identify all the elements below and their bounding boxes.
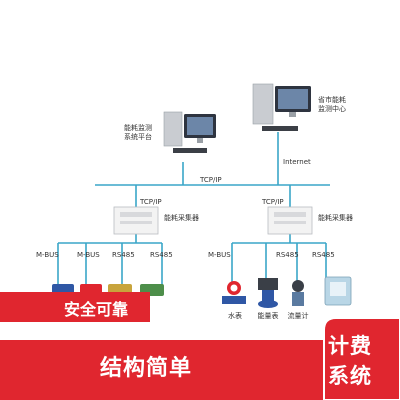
bus-label-left-3: RS485 [112,251,135,259]
bus-label-right-1: M-BUS [208,251,231,259]
simple-structure-text: 结构简单 [100,356,193,381]
platform-label: 能耗监测系统平台 [124,124,152,141]
center-computer-icon [252,83,311,131]
energy-meter-icon [258,278,278,308]
badge-shape [323,317,400,400]
bus-label-right-2: RS485 [276,251,299,259]
device-label-water: 水表 [228,312,242,320]
tcpip-left-label: TCP/IP [140,198,162,206]
safety-banner: 安全可靠 [0,292,150,322]
collector-left-icon [113,206,159,235]
badge-line-1: 计费 [328,334,372,358]
safety-banner-text: 安全可靠 [64,300,129,319]
bus-label-left-2: M-BUS [77,251,100,259]
bus-label-right-3: RS485 [312,251,335,259]
tcpip-top-label: TCP/IP [200,176,222,184]
collector-right-icon [267,206,313,235]
platform-computer-icon [163,111,216,153]
device-label-energy: 能量表 [257,312,279,320]
water-meter-icon [222,281,246,304]
bus-label-left-1: M-BUS [36,251,59,259]
device-label-flow: 流量计 [287,312,309,320]
center-label: 省市能耗监测中心 [318,96,346,113]
collector-right-label: 能耗采集器 [318,214,353,222]
billing-system-badge: 计费 系统 [314,312,400,400]
display-panel-icon [324,276,352,306]
flow-meter-icon [292,280,304,306]
badge-line-2: 系统 [328,364,372,388]
collector-left-label: 能耗采集器 [164,214,199,222]
tcpip-right-label: TCP/IP [262,198,284,206]
internet-label: Internet [283,158,311,166]
bus-label-left-4: RS485 [150,251,173,259]
